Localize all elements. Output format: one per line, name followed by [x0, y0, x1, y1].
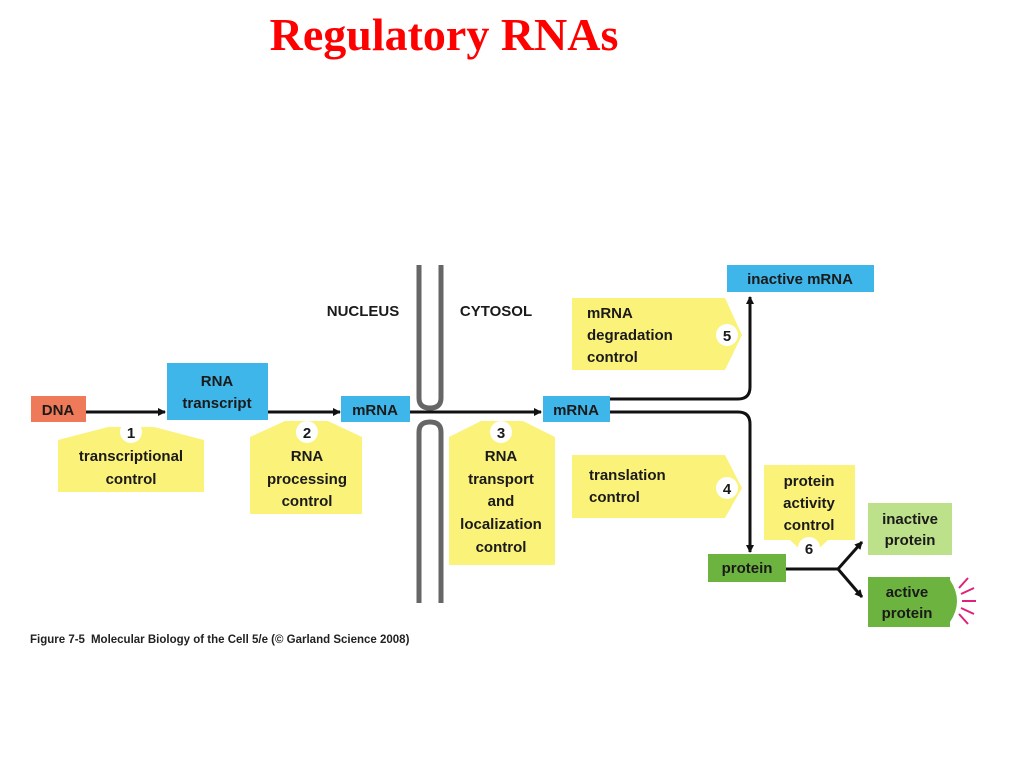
svg-text:control: control: [106, 471, 157, 488]
arrow-to-inactive-protein: [836, 541, 864, 570]
control-step-5: 5 mRNA degradation control: [572, 298, 742, 370]
nuclear-envelope: [416, 265, 444, 603]
svg-text:6: 6: [805, 541, 813, 558]
svg-text:transport: transport: [468, 471, 534, 488]
svg-text:inactive mRNA: inactive mRNA: [747, 271, 853, 288]
arrow-to-protein: [610, 410, 754, 553]
control-step-6: protein activity control 6: [764, 465, 855, 559]
svg-text:inactive: inactive: [882, 511, 938, 528]
svg-text:active: active: [886, 584, 929, 601]
svg-text:activity: activity: [783, 495, 835, 512]
svg-text:transcript: transcript: [182, 395, 251, 412]
active-signal-icon: [958, 577, 976, 625]
svg-text:control: control: [587, 349, 638, 366]
page-title: Regulatory RNAs: [269, 9, 619, 60]
step-number-badge: [490, 421, 512, 443]
figure-number: Figure 7-5: [30, 634, 85, 646]
step-number-badge: [296, 421, 318, 443]
svg-text:control: control: [784, 517, 835, 534]
control-step-1: 1 transcriptional control: [58, 421, 204, 492]
protein-box: protein: [708, 554, 786, 582]
step-number-badge: [798, 537, 820, 559]
control-step-2: 2 RNA processing control: [250, 421, 362, 514]
rna-transcript-box: RNA transcript: [167, 363, 268, 420]
svg-text:mRNA: mRNA: [352, 402, 398, 419]
svg-text:protein: protein: [885, 532, 936, 549]
dna-box: DNA: [31, 396, 86, 422]
active-protein-box: active protein: [868, 577, 957, 627]
svg-text:3: 3: [497, 425, 505, 442]
figure-source: Molecular Biology of the Cell 5/e (© Gar…: [90, 634, 410, 646]
mrna-cytosol-box: mRNA: [543, 396, 610, 422]
svg-text:4: 4: [723, 481, 732, 498]
svg-text:control: control: [282, 493, 333, 510]
svg-text:control: control: [476, 539, 527, 556]
step-number-badge: [716, 477, 738, 499]
svg-text:processing: processing: [267, 471, 347, 488]
control-step-4: 4 translation control: [572, 455, 742, 518]
mrna-nucleus-box: mRNA: [341, 396, 410, 422]
svg-text:degradation: degradation: [587, 327, 673, 344]
step-number-badge: [120, 421, 142, 443]
svg-text:transcriptional: transcriptional: [79, 448, 183, 465]
arrow-to-active-protein: [836, 568, 864, 598]
svg-text:control: control: [589, 489, 640, 506]
arrow-to-inactive-mrna: [610, 296, 754, 401]
step-number-badge: [716, 324, 738, 346]
svg-text:mRNA: mRNA: [587, 305, 633, 322]
svg-text:RNA: RNA: [485, 448, 518, 465]
cytosol-label: CYTOSOL: [460, 303, 532, 320]
svg-text:localization: localization: [460, 516, 542, 533]
svg-text:mRNA: mRNA: [553, 402, 599, 419]
svg-text:RNA: RNA: [291, 448, 324, 465]
figure-caption: Figure 7-5 Molecular Biology of the Cell …: [30, 634, 409, 646]
svg-text:1: 1: [127, 425, 135, 442]
inactive-protein-box: inactive protein: [868, 503, 952, 555]
svg-text:and: and: [488, 493, 515, 510]
svg-text:5: 5: [723, 328, 731, 345]
svg-text:translation: translation: [589, 467, 666, 484]
svg-text:protein: protein: [882, 605, 933, 622]
nucleus-label: NUCLEUS: [327, 303, 400, 320]
pathway-arrows: [86, 296, 864, 598]
svg-text:protein: protein: [784, 473, 835, 490]
svg-text:DNA: DNA: [42, 402, 75, 419]
svg-text:2: 2: [303, 425, 311, 442]
control-step-3: 3 RNA transport and localization control: [449, 421, 555, 565]
svg-text:protein: protein: [722, 560, 773, 577]
inactive-mrna-box: inactive mRNA: [727, 265, 874, 292]
svg-text:RNA: RNA: [201, 373, 234, 390]
